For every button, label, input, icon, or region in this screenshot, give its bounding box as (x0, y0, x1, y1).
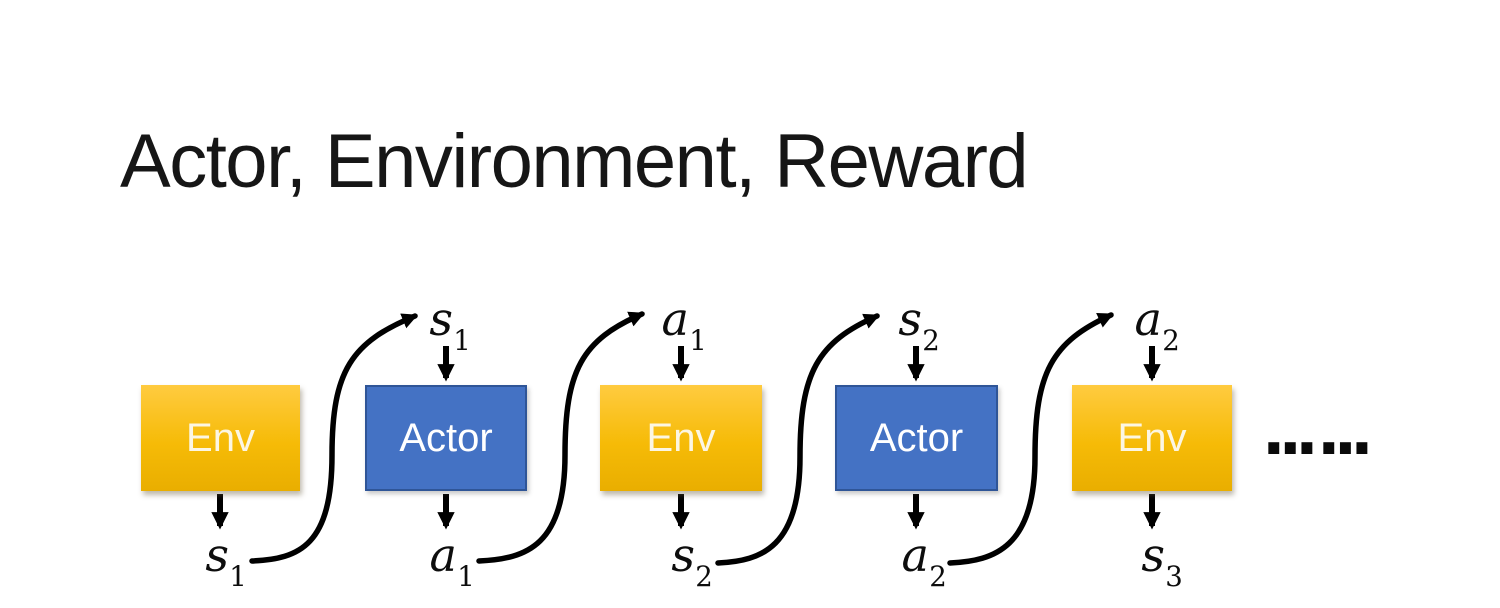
bottom-label-a1: a1 (429, 528, 475, 594)
top-label-a2: a2 (1134, 292, 1180, 358)
actor-box-2: Actor (835, 385, 998, 491)
actor-box-2-label: Actor (869, 415, 964, 460)
bottom-label-a2: a2 (901, 528, 947, 594)
slide-title: Actor, Environment, Reward (120, 119, 1029, 204)
env-box-2-label: Env (646, 415, 716, 460)
bottom-label-s2: s2 (671, 528, 713, 594)
bottom-label-s1: s1 (205, 528, 247, 594)
env-box-1: Env (141, 385, 300, 491)
env-box-3-label: Env (1117, 415, 1187, 460)
env-box-3: Env (1072, 385, 1232, 491)
actor-box-1: Actor (365, 385, 527, 491)
top-label-s1: s1 (429, 292, 471, 358)
bottom-label-s3: s3 (1141, 528, 1183, 594)
actor-box-1-label: Actor (399, 415, 493, 460)
env-box-1-label: Env (186, 415, 255, 460)
top-label-a1: a1 (661, 292, 707, 358)
env-box-2: Env (600, 385, 762, 491)
continuation-dots: ... ... (1262, 396, 1374, 469)
top-label-s2: s2 (898, 292, 940, 358)
